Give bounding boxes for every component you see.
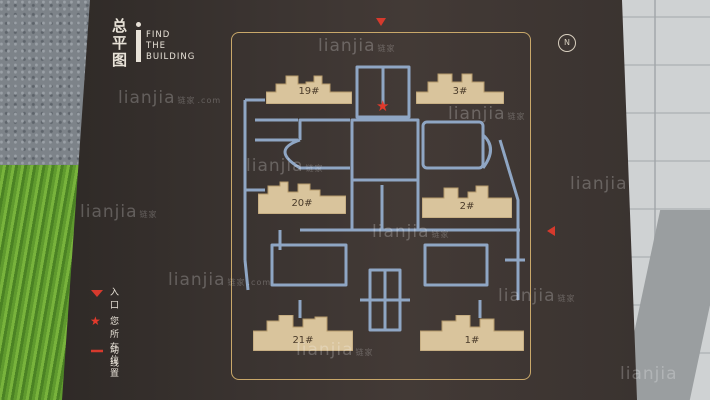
building-label: 21# xyxy=(292,335,314,346)
path-east-loop xyxy=(481,133,492,169)
path-se-court xyxy=(423,243,489,287)
watermark-brand: lianjia xyxy=(118,88,176,108)
watermark-suffix: 链家 xyxy=(227,278,246,287)
watermark-suffix: 链家 xyxy=(355,348,374,357)
watermark-brand: lianjia xyxy=(372,222,430,242)
path-west-loop xyxy=(283,118,350,170)
sign-title-cn: 总平图 xyxy=(112,17,128,69)
watermark-brand: lianjia xyxy=(498,286,556,306)
route-line-icon xyxy=(91,349,103,353)
watermark-domain: .com xyxy=(247,278,272,287)
you-are-here-star-icon: ★ xyxy=(90,314,101,328)
watermark-brand: lianjia xyxy=(296,340,354,360)
watermark-brand: lianjia xyxy=(80,202,138,222)
north-compass-icon: N xyxy=(558,34,576,52)
title-en-line: THE xyxy=(146,41,166,51)
you-are-here-star-icon: ★ xyxy=(376,97,390,115)
legend-text: 入口 xyxy=(110,288,120,311)
sign-title-en: FIND THE BUILDING xyxy=(146,30,195,63)
building-20[interactable]: 20# xyxy=(258,180,346,214)
path-east-trail xyxy=(498,139,525,300)
building-2[interactable]: 2# xyxy=(422,184,512,218)
title-en-line: BUILDING xyxy=(146,52,196,62)
building-label: 20# xyxy=(291,198,313,209)
watermark-suffix: 链家 xyxy=(139,210,158,219)
watermark-suffix: 链家 xyxy=(177,96,196,105)
path-sw-court xyxy=(270,243,348,287)
legend-text: 动线 xyxy=(110,346,120,369)
watermark-suffix: 链家 xyxy=(377,44,396,53)
building-label: 1# xyxy=(464,335,480,346)
building-21[interactable]: 21# xyxy=(253,315,353,351)
building-label: 3# xyxy=(452,86,468,97)
path-west-trail xyxy=(243,98,265,291)
site-boundary xyxy=(231,32,531,380)
watermark-brand: lianjia xyxy=(570,174,628,194)
watermark: lianjia xyxy=(570,174,628,194)
entrance-arrow-icon xyxy=(91,290,103,297)
watermark-suffix: 链家 xyxy=(507,112,526,121)
watermark-domain: .com xyxy=(197,96,222,105)
path-segment xyxy=(255,118,298,142)
watermark-brand: lianjia xyxy=(246,156,304,176)
building-19[interactable]: 19# xyxy=(266,70,352,104)
watermark-brand: lianjia xyxy=(168,270,226,290)
path-segment xyxy=(350,180,420,232)
watermark-suffix: 链家 xyxy=(557,294,576,303)
watermark-brand: lianjia xyxy=(448,104,506,124)
building-1[interactable]: 1# xyxy=(420,315,524,351)
building-3[interactable]: 3# xyxy=(416,70,504,104)
building-label: 2# xyxy=(459,201,475,212)
building-label: 19# xyxy=(298,86,320,97)
entrance-arrow-icon xyxy=(376,18,386,26)
path-east-court xyxy=(421,120,485,170)
watermark-suffix: 链家 xyxy=(305,164,324,173)
watermark-brand: lianjia xyxy=(620,364,678,384)
watermark-brand: lianjia xyxy=(318,36,376,56)
legend-text: 您所在位置 xyxy=(110,317,120,379)
entrance-arrow-icon xyxy=(547,226,555,236)
path-segment xyxy=(298,300,482,318)
watermark: lianjia xyxy=(620,364,678,384)
title-en-line: FIND xyxy=(146,30,171,40)
path-central-plaza xyxy=(350,118,420,182)
info-icon xyxy=(136,22,141,62)
watermark-suffix: 链家 xyxy=(431,230,450,239)
